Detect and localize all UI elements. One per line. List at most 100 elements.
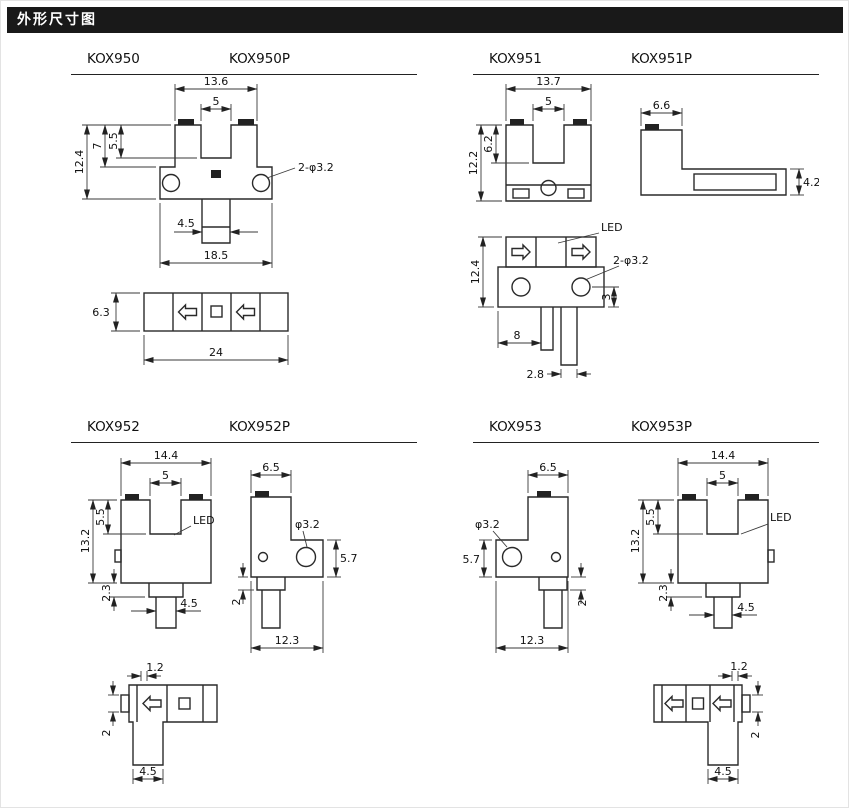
kox951-dim-pin-width: 2.8 [527, 368, 591, 381]
kox950-stem-width-label: 4.5 [177, 217, 195, 230]
kox950-holes-label: 2-φ3.2 [298, 161, 334, 174]
kox952-dim-tab-height: 2 [100, 681, 119, 737]
side-tab [741, 694, 751, 713]
kox951-slot-depth-label: 6.2 [482, 135, 495, 153]
kox950-dim-slot-width: 5 [200, 95, 232, 121]
kox952-led-label: LED [193, 514, 215, 527]
kox950-dim-slot-depth: 5.5 [107, 124, 197, 159]
kox953-side-width-label: 6.5 [539, 461, 557, 474]
kox952-dim-side-width: 6.5 [250, 461, 292, 493]
panel-kox951: KOX951 KOX951P 13.7 5 12.2 [467, 47, 819, 409]
kox951-slot-width-label: 5 [545, 95, 552, 108]
kox952-step-height-label: 2 [230, 599, 243, 606]
kox952-slot-depth-label: 5.5 [94, 508, 107, 526]
kox953-hole-height-label: 5.7 [463, 553, 481, 566]
kox951-holes-label-group: 2-φ3.2 [584, 254, 649, 281]
connector-outline [693, 173, 777, 191]
kox951-face-view [497, 236, 605, 366]
kox952-hole-label: φ3.2 [295, 518, 320, 531]
kox953-side-depth-label: 12.3 [520, 634, 545, 647]
kox952-collar-height-label: 2.3 [100, 584, 113, 602]
kox953-dim-tab-height: 2 [749, 681, 763, 739]
kox953-dim-step-height: 2 [570, 563, 589, 607]
kox950-bottom-view [143, 292, 289, 332]
panel-title-kox950: KOX950 [87, 51, 140, 67]
square-mark-icon [178, 697, 191, 710]
kox952-top-width-label: 14.4 [154, 449, 179, 462]
kox951-top-width-label: 13.7 [536, 75, 561, 88]
kox951-side-width-label: 6.6 [653, 99, 671, 112]
left-arrow-icon [177, 303, 198, 321]
kox953-led-label-group: LED [740, 511, 792, 535]
kox953-dim-total-height: 13.2 [629, 499, 674, 584]
panel-title-kox953p: KOX953P [631, 419, 693, 435]
kox952-dim-bottom-stem-width: 4.5 [132, 765, 164, 784]
kox953-hole-label-group: φ3.2 [475, 518, 508, 548]
kox952-dim-side-depth: 12.3 [250, 581, 324, 653]
kox951-hole-offset-label: 3 [600, 294, 613, 301]
kox953-total-height-label: 13.2 [629, 529, 642, 554]
panel-kox952: KOX952 KOX952P 14.4 5 13.2 [71, 415, 417, 803]
kox950-holes-label-group: 2-φ3.2 [266, 161, 334, 179]
kox953-hole-label: φ3.2 [475, 518, 500, 531]
kox953-dim-top-width: 14.4 [677, 449, 769, 496]
kox951-dim-hole-offset: 3 [592, 286, 619, 308]
panel-kox951-titles: KOX951 KOX951P [473, 47, 819, 75]
panel-title-kox951p: KOX951P [631, 51, 693, 67]
kox952-dim-collar-height: 2.3 [100, 569, 145, 611]
left-arrow-icon [235, 303, 256, 321]
panel-kox950-titles: KOX950 KOX950P [71, 47, 417, 75]
panel-title-kox950p: KOX950P [229, 51, 291, 67]
kox950-drawing: 13.6 5 12.4 7 5.5 2-φ3.2 4. [73, 75, 334, 365]
kox951-arm-height-label: 4.2 [803, 176, 819, 189]
kox953-bottom-view [653, 684, 751, 766]
mounting-hole-left [511, 277, 531, 297]
kox953-dim-side-depth: 12.3 [495, 581, 569, 653]
kox950-dim-bottom-height: 6.3 [92, 292, 140, 332]
page-title: 外形尺寸图 [17, 12, 97, 28]
kox953-dim-slot-depth: 5.5 [644, 499, 703, 535]
kox950-bottom-height-label: 6.3 [92, 306, 110, 319]
kox953-drawing: 6.5 φ3.2 5.7 2 12.3 [463, 449, 792, 784]
kox951-side-view [640, 124, 787, 196]
right-arrow-icon [571, 243, 591, 261]
kox950-dim-upper-height: 7 [91, 124, 156, 168]
kox953-led-label: LED [770, 511, 792, 524]
kox951-led-label-group: LED [557, 221, 623, 244]
kox952-stem-width-label: 4.5 [180, 597, 198, 610]
side-tab [120, 694, 130, 713]
kox953-slot-width-label: 5 [719, 469, 726, 482]
kox953-stem-width-label: 4.5 [737, 601, 755, 614]
kox950-upper-height-label: 7 [91, 143, 104, 150]
kox950-dim-stem-width: 4.5 [174, 217, 258, 235]
kox950-dim-base-width: 18.5 [159, 203, 273, 268]
kox952-led-label-group: LED [173, 514, 215, 536]
kox951-face-height-label: 12.4 [469, 260, 482, 285]
kox952-hole-height-label: 5.7 [340, 552, 358, 565]
mounting-hole [501, 546, 523, 568]
pin-hole [257, 551, 269, 563]
kox953-bottom-stem-width-label: 4.5 [714, 765, 732, 778]
kox952-total-height-label: 13.2 [79, 529, 92, 554]
mounting-hole-right [571, 277, 591, 297]
kox952-dim-tab-offset: 1.2 [127, 661, 164, 681]
left-arrow-icon [712, 694, 732, 713]
kox953-slot-depth-label: 5.5 [644, 508, 657, 526]
kox953-tab-height-label: 2 [749, 732, 762, 739]
page-header: 外形尺寸图 [7, 7, 843, 33]
kox951-holes-label: 2-φ3.2 [613, 254, 649, 267]
mounting-hole-right [251, 173, 271, 193]
kox952-hole-label-group: φ3.2 [295, 518, 320, 548]
kox952-tab-offset-label: 1.2 [146, 661, 164, 674]
kox952-slot-width-label: 5 [162, 469, 169, 482]
mounting-hole [295, 546, 317, 568]
kox952-dim-slot-depth: 5.5 [94, 499, 146, 535]
kox951-dim-pin-offset: 8 [497, 311, 542, 348]
kox953-dim-side-width: 6.5 [527, 461, 569, 493]
kox950-front-view [159, 119, 273, 244]
kox952-bottom-view [120, 684, 218, 766]
square-mark-icon [691, 697, 705, 710]
panel-title-kox952p: KOX952P [229, 419, 291, 435]
kox952-dim-top-width: 14.4 [120, 449, 212, 496]
side-tab [114, 549, 122, 563]
